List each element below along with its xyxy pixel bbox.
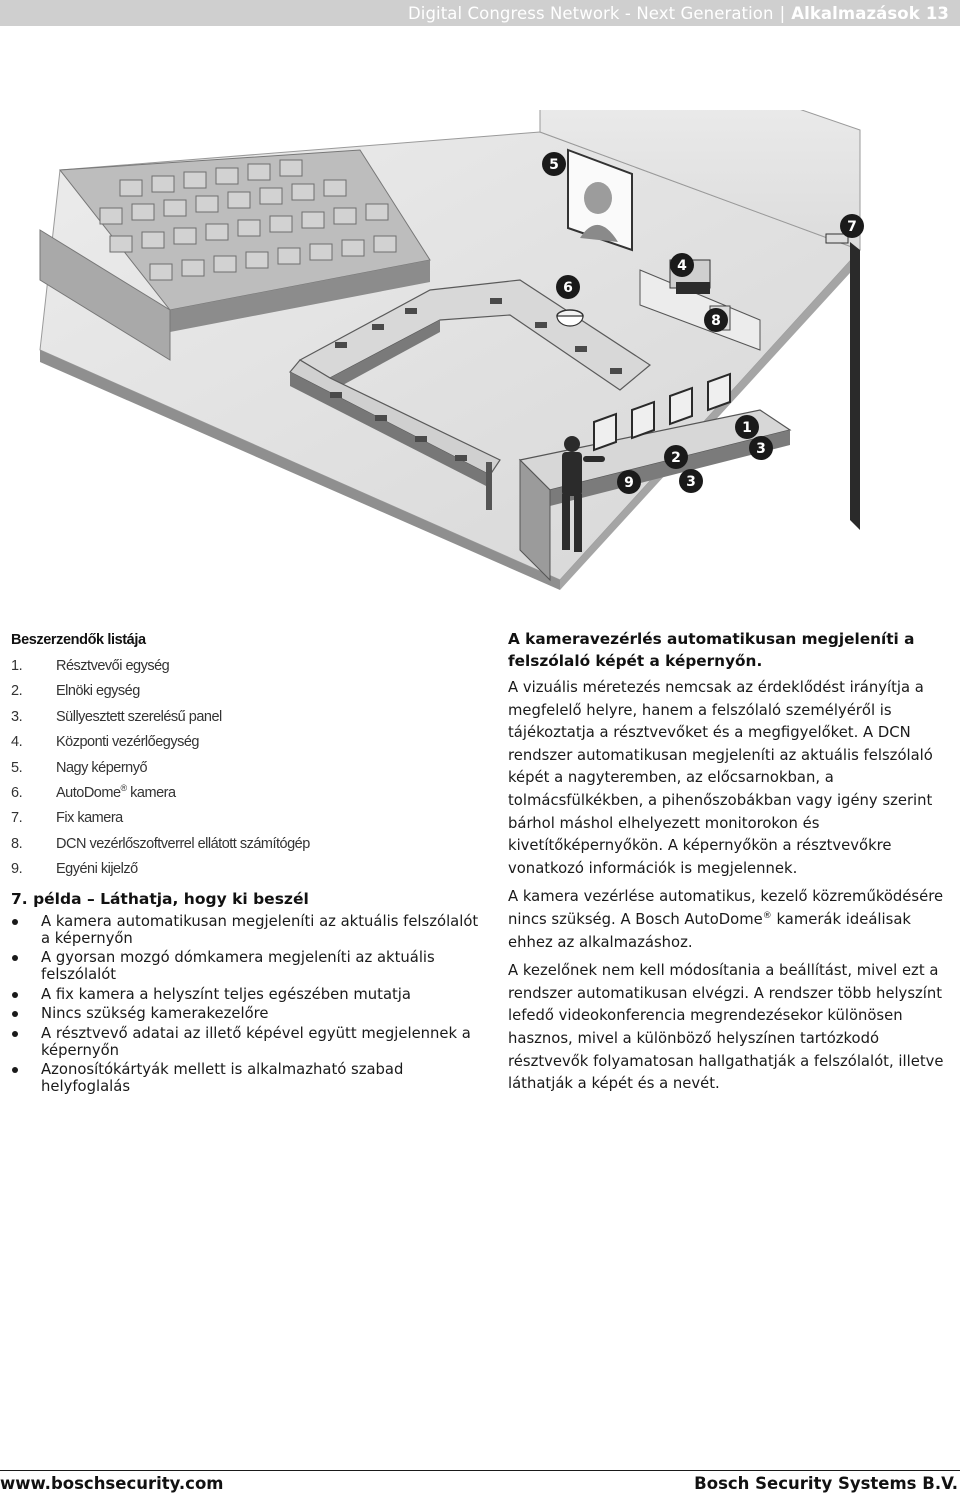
list-item: 3.Süllyesztett szerelésű panel xyxy=(11,705,481,730)
list-item: A résztvevő adatai az illető képével egy… xyxy=(11,1025,481,1059)
page-header: Digital Congress Network - Next Generati… xyxy=(0,0,960,26)
parts-list-title: Beszerzendők listája xyxy=(11,632,481,648)
svg-text:9: 9 xyxy=(624,475,634,491)
callout-3a: 3 xyxy=(749,436,773,460)
parts-list: 1.Résztvevői egység 2.Elnöki egység 3.Sü… xyxy=(11,654,481,883)
bullet-icon xyxy=(12,992,18,998)
callout-6: 6 xyxy=(556,275,580,299)
svg-text:3: 3 xyxy=(686,474,696,490)
callout-2: 2 xyxy=(664,445,688,469)
callout-4: 4 xyxy=(670,253,694,277)
svg-text:1: 1 xyxy=(742,420,752,436)
list-item: A gyorsan mozgó dómkamera megjeleníti az… xyxy=(11,949,481,983)
callout-5: 5 xyxy=(542,152,566,176)
bullet-icon xyxy=(12,1031,18,1037)
list-item: Nincs szükség kamerakezelőre xyxy=(11,1005,481,1022)
svg-text:7: 7 xyxy=(847,219,857,235)
list-item: 6.AutoDome® kamera xyxy=(11,781,481,806)
bullet-icon xyxy=(12,955,18,961)
bullet-icon xyxy=(12,1067,18,1073)
callout-9: 9 xyxy=(617,470,641,494)
feature-bullets: A kamera automatikusan megjeleníti az ak… xyxy=(11,913,481,1096)
section-heading: A kameravezérlés automatikusan megjelení… xyxy=(508,628,953,672)
callout-1: 1 xyxy=(735,415,759,439)
right-column: A kameravezérlés automatikusan megjelení… xyxy=(508,628,953,1096)
svg-text:8: 8 xyxy=(711,313,721,329)
list-item: Azonosítókártyák mellett is alkalmazható… xyxy=(11,1061,481,1095)
dome-camera xyxy=(557,310,583,326)
bullet-icon xyxy=(12,1011,18,1017)
list-item: 7.Fix kamera xyxy=(11,806,481,831)
list-item: 8.DCN vezérlőszoftverrel ellátott számít… xyxy=(11,832,481,857)
list-item: A kamera automatikusan megjeleníti az ak… xyxy=(11,913,481,947)
list-item: 2.Elnöki egység xyxy=(11,679,481,704)
paragraph-visual-scaling: A vizuális méretezés nemcsak az érdeklőd… xyxy=(508,677,953,880)
svg-text:4: 4 xyxy=(677,258,687,274)
paragraph-camera-control: A kamera vezérlése automatikus, kezelő k… xyxy=(508,886,953,954)
svg-text:3: 3 xyxy=(756,441,766,457)
section-title: Alkalmazások xyxy=(791,4,920,23)
page-number: 13 xyxy=(926,4,949,23)
svg-text:5: 5 xyxy=(549,157,559,173)
example-title: 7. példa – Láthatja, hogy ki beszél xyxy=(11,888,481,910)
callout-3b: 3 xyxy=(679,469,703,493)
footer-company: Bosch Security Systems B.V. xyxy=(694,1474,958,1493)
left-column: Beszerzendők listája 1.Résztvevői egység… xyxy=(11,632,481,1098)
footer-website: www.boschsecurity.com xyxy=(0,1474,223,1493)
list-item: 5.Nagy képernyő xyxy=(11,756,481,781)
list-item: 1.Résztvevői egység xyxy=(11,654,481,679)
conference-room-illustration: 5 7 4 6 8 1 3 2 9 3 xyxy=(0,110,960,590)
bullet-icon xyxy=(12,919,18,925)
paragraph-operator: A kezelőnek nem kell módosítania a beáll… xyxy=(508,960,953,1096)
callout-7: 7 xyxy=(840,214,864,238)
list-item: 4.Központi vezérlőegység xyxy=(11,730,481,755)
list-item: A fix kamera a helyszínt teljes egészébe… xyxy=(11,986,481,1003)
footer-divider xyxy=(0,1470,960,1471)
document-title: Digital Congress Network - Next Generati… xyxy=(408,4,774,23)
callout-8: 8 xyxy=(704,308,728,332)
svg-text:6: 6 xyxy=(563,280,573,296)
list-item: 9.Egyéni kijelző xyxy=(11,857,481,882)
svg-text:2: 2 xyxy=(671,450,681,466)
